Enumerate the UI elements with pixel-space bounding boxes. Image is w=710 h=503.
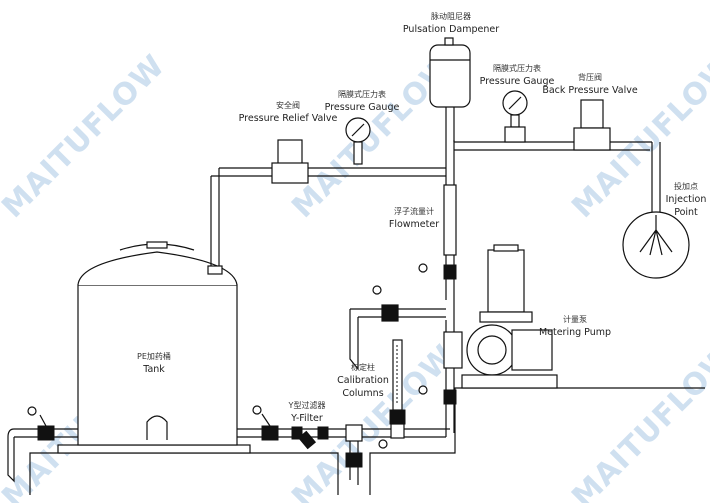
flowmeter	[418, 184, 457, 405]
y-filter	[291, 426, 329, 450]
tank	[77, 241, 238, 446]
pressure-gauge-right	[502, 90, 528, 143]
metering-pump	[443, 244, 558, 389]
tee-drain	[345, 424, 388, 485]
injection-point	[622, 211, 690, 279]
discharge-pipe	[207, 141, 661, 275]
valve-4	[27, 406, 55, 441]
back-pressure-valve	[573, 99, 611, 151]
calibration-column	[389, 339, 406, 439]
pressure-gauge-left	[345, 117, 371, 165]
valve-2	[252, 405, 279, 441]
branch-pipe	[349, 285, 446, 371]
pulsation-dampener	[429, 37, 471, 142]
pressure-relief-valve	[271, 139, 309, 184]
